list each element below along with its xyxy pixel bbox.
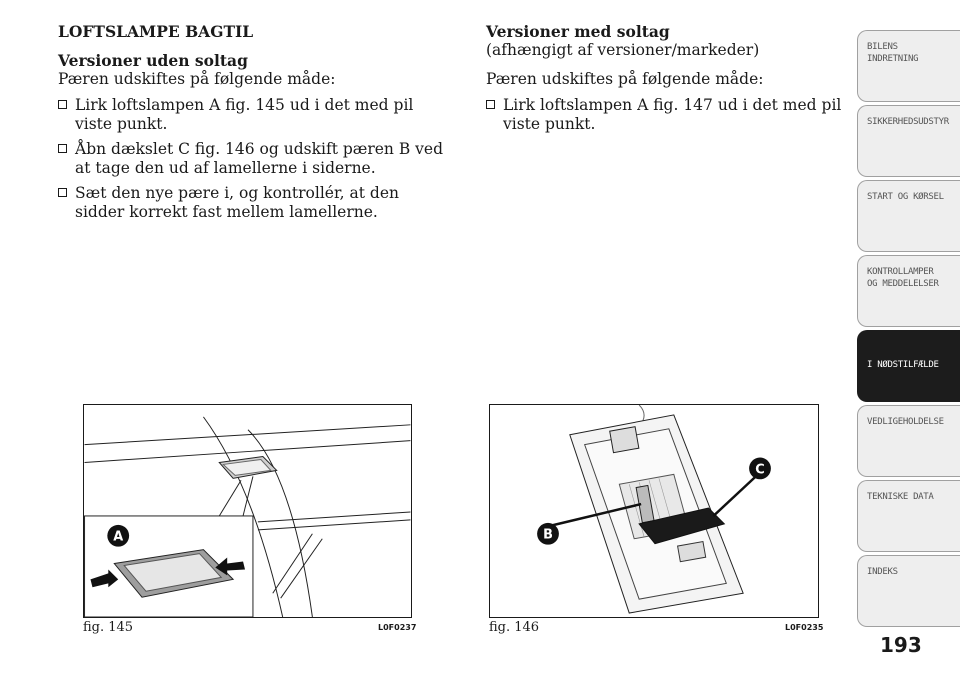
subsection-note: (afhængigt af versioner/markeder) [486,41,760,59]
list-item: Sæt den nye pære i, og kontrollér, at de… [58,184,443,222]
checkbox-icon [58,188,67,197]
subsection-title: Versioner med soltag [486,22,670,41]
figure-label: fig. 146 [489,620,540,635]
page-number: 193 [880,633,922,657]
list-item: Åbn dækslet C fig. 146 og udskift pæren … [58,140,443,178]
checkbox-icon [58,100,67,109]
tab-vedligeholdelse[interactable]: VEDLIGEHOLDELSE [857,405,960,477]
intro-text: Pæren udskiftes på følgende måde: [58,70,336,88]
lamp-bulb-illustration: B C [537,405,771,614]
checkbox-icon [58,144,67,153]
callout-b: B [543,528,553,543]
figure-label: fig. 145 [83,620,134,635]
figure-145: A [83,404,412,618]
callout-c: C [755,462,764,477]
section-title: LOFTSLAMPE BAGTIL [58,22,254,41]
intro-text: Pæren udskiftes på følgende måde: [486,70,764,88]
ceiling-lamp-illustration: A [84,416,411,617]
tab-kontrollamper[interactable]: KONTROLLAMPER OG MEDDELELSER [857,255,960,327]
tab-bilens-indretning[interactable]: BILENS INDRETNING [857,30,960,102]
tab-start-og-korsel[interactable]: START OG KØRSEL [857,180,960,252]
list-item: Lirk loftslampen A fig. 145 ud i det med… [58,96,443,134]
tab-tekniske-data[interactable]: TEKNISKE DATA [857,480,960,552]
figure-code: L0F0237 [378,623,417,632]
tab-indeks[interactable]: INDEKS [857,555,960,627]
chapter-tabs: BILENS INDRETNING SIKKERHEDSUDSTYR START… [857,30,960,630]
subsection-title: Versioner uden soltag [58,51,248,70]
checkbox-icon [486,100,495,109]
tab-i-nodstilfaelde[interactable]: I NØDSTILFÆLDE [857,330,960,402]
tab-sikkerhedsudstyr[interactable]: SIKKERHEDSUDSTYR [857,105,960,177]
right-column: Versioner med soltag (afhængigt af versi… [486,22,846,140]
left-column: LOFTSLAMPE BAGTIL Versioner uden soltag … [58,22,443,228]
figure-code: L0F0235 [785,623,824,632]
list-item: Lirk loftslampen A fig. 147 ud i det med… [486,96,846,134]
callout-a: A [113,530,123,545]
figure-146: B C [489,404,819,618]
